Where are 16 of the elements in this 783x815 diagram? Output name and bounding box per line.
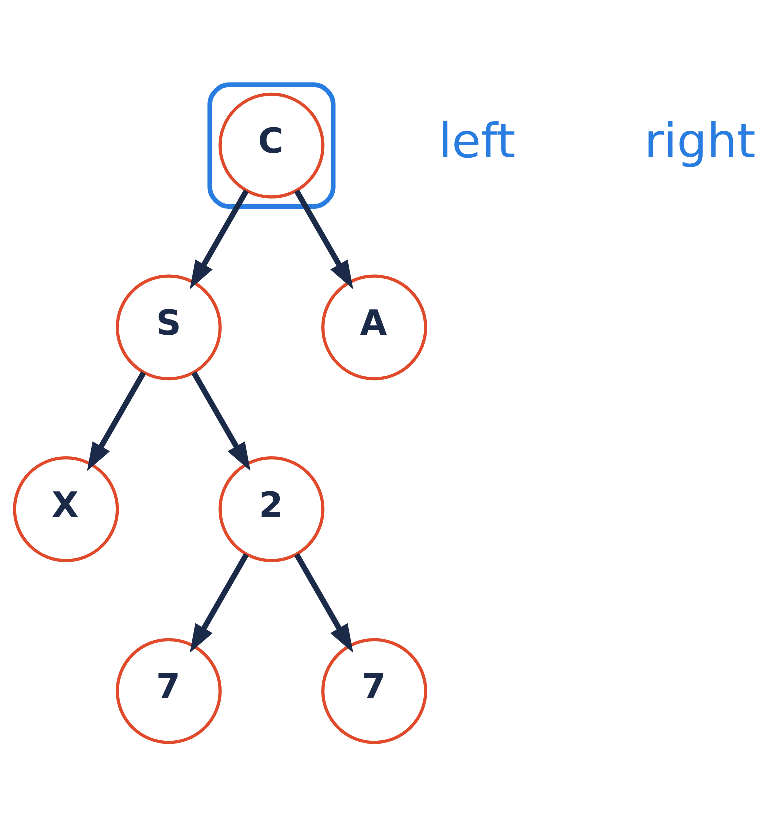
node-circle: S [116, 274, 222, 381]
node-circle: 2 [218, 456, 325, 562]
arrow [294, 553, 354, 654]
label: right [644, 114, 756, 170]
node-circle: 7 [116, 638, 222, 744]
node-circle: 7 [322, 638, 428, 744]
arrow [190, 190, 249, 290]
arrow [87, 372, 146, 472]
node-circle: X [13, 456, 120, 562]
node-circle: C [218, 92, 325, 199]
arrow [190, 553, 249, 654]
arrow [294, 190, 354, 290]
cluster [208, 82, 336, 210]
label: left [438, 114, 516, 170]
arrow [192, 372, 251, 472]
node-circle: A [322, 274, 428, 381]
